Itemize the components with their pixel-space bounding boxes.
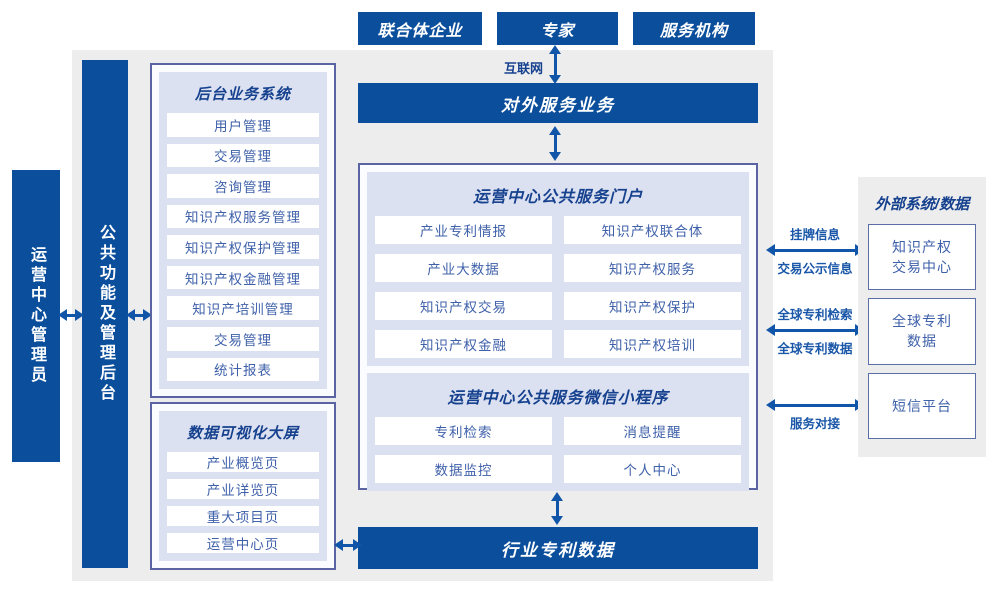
- backend-item: 统计报表: [167, 357, 319, 382]
- backend-item: 知识产权保护管理: [167, 235, 319, 259]
- viz-industry-arrow: [334, 537, 362, 553]
- miniapp-panel: 运营中心公共服务微信小程序 专利检索 消息提醒 数据监控 个人中心: [367, 373, 749, 491]
- miniapp-grid: 专利检索 消息提醒 数据监控 个人中心: [375, 417, 741, 483]
- external-system-label: 短信平台: [892, 397, 952, 414]
- portal-item: 知识产权交易: [375, 292, 552, 320]
- external-systems-panel: 外部系统/数据 知识产权交易中心 全球专利数据 短信平台: [858, 177, 986, 457]
- global-patent-search-label: 全球专利检索: [777, 308, 853, 322]
- viz-screen-panel: 数据可视化大屏 产业概览页 产业详览页 重大项目页 运营中心页: [159, 411, 327, 561]
- backend-item: 用户管理: [167, 113, 319, 137]
- external-system-label: 全球专利数据: [892, 313, 952, 350]
- portal-item: 产业专利情报: [375, 216, 552, 244]
- backend-item: 交易管理: [167, 143, 319, 168]
- industry-patent-bar: 行业专利数据: [358, 527, 758, 569]
- operation-center-admin-bar: 运营中心管理员: [12, 170, 60, 462]
- portal-item: 知识产权培训: [564, 330, 741, 358]
- external-system-label: 知识产权交易中心: [892, 239, 952, 276]
- internet-label: 互联网: [503, 61, 543, 76]
- external-systems-title: 外部系统/数据: [874, 196, 970, 213]
- portal-panel: 运营中心公共服务门户 产业专利情报 知识产权联合体 产业大数据 知识产权服务 知…: [367, 172, 749, 366]
- actor-box-experts: 专家: [497, 12, 618, 45]
- backend-system-panel: 后台业务系统 用户管理 交易管理 咨询管理 知识产权服务管理 知识产权保护管理 …: [159, 72, 327, 389]
- backend-item: 知识产权服务管理: [167, 204, 319, 229]
- portal-item: 知识产权保护: [564, 292, 741, 320]
- viz-item: 产业概览页: [167, 452, 319, 472]
- viz-screen-box: 数据可视化大屏 产业概览页 产业详览页 重大项目页 运营中心页: [150, 402, 336, 570]
- actor-box-consortium: 联合体企业: [358, 12, 482, 45]
- admin-backend-arrow: [58, 307, 84, 323]
- backend-system-title: 后台业务系统: [194, 86, 291, 103]
- external-service-bar: 对外服务业务: [358, 83, 758, 123]
- external-system-sms-platform: 短信平台: [868, 372, 976, 439]
- miniapp-item: 数据监控: [375, 455, 552, 483]
- external-system-global-patent-data: 全球专利数据: [868, 298, 976, 365]
- backend-item: 交易管理: [167, 326, 319, 351]
- external-system-ip-trade-center: 知识产权交易中心: [868, 224, 976, 291]
- trade-publicity-label: 交易公示信息: [777, 262, 853, 276]
- actor-box-agencies: 服务机构: [633, 12, 755, 45]
- backend-item: 咨询管理: [167, 174, 319, 198]
- miniapp-item: 消息提醒: [564, 417, 741, 445]
- service-link-label: 服务对接: [789, 417, 840, 431]
- viz-item: 运营中心页: [167, 533, 319, 553]
- viz-item: 重大项目页: [167, 506, 319, 526]
- global-patent-arrow: [766, 322, 864, 338]
- miniapp-item: 专利检索: [375, 417, 552, 445]
- listing-info-label: 挂牌信息: [789, 228, 840, 242]
- portal-grid: 产业专利情报 知识产权联合体 产业大数据 知识产权服务 知识产权交易 知识产权保…: [375, 216, 741, 358]
- portal-item: 知识产权服务: [564, 254, 741, 282]
- portal-item: 产业大数据: [375, 254, 552, 282]
- backend-item: 知识产权金融管理: [167, 265, 319, 290]
- viz-screen-title: 数据可视化大屏: [186, 425, 299, 442]
- sms-platform-arrow: [766, 397, 864, 413]
- public-function-backend-bar: 公共功能及管理后台: [82, 60, 128, 568]
- miniapp-title: 运营中心公共服务微信小程序: [447, 390, 669, 407]
- service-portal-arrow: [547, 126, 563, 161]
- miniapp-item: 个人中心: [564, 455, 741, 483]
- portal-item: 知识产权联合体: [564, 216, 741, 244]
- backend-system-arrow: [126, 307, 152, 323]
- viz-item: 产业详览页: [167, 479, 319, 499]
- portal-item: 知识产权金融: [375, 330, 552, 358]
- internet-arrow: [547, 45, 563, 84]
- trade-center-arrow: [766, 242, 864, 258]
- backend-system-box: 后台业务系统 用户管理 交易管理 咨询管理 知识产权服务管理 知识产权保护管理 …: [150, 63, 336, 398]
- backend-item: 知识产培训管理: [167, 296, 319, 320]
- portal-box: 运营中心公共服务门户 产业专利情报 知识产权联合体 产业大数据 知识产权服务 知…: [358, 163, 758, 491]
- portal-industry-arrow: [549, 492, 565, 525]
- portal-title: 运营中心公共服务门户: [472, 189, 643, 206]
- global-patent-data-label: 全球专利数据: [777, 342, 853, 356]
